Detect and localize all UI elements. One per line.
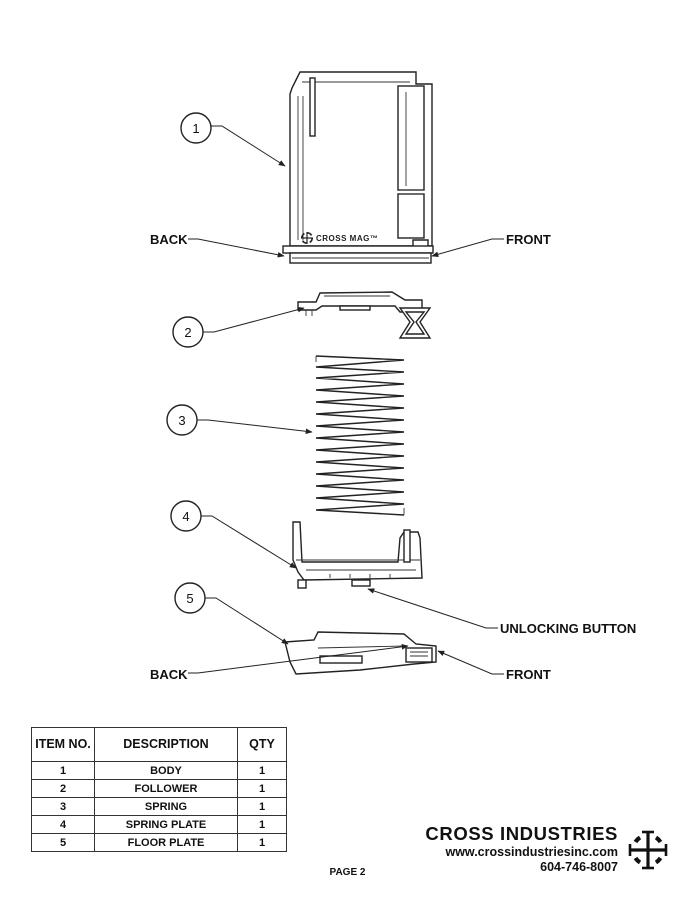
bom-cell-description: SPRING bbox=[94, 797, 238, 816]
bom-cell-item: 4 bbox=[31, 815, 95, 834]
table-row: 5 FLOOR PLATE 1 bbox=[31, 833, 287, 852]
callout-1-balloon bbox=[180, 112, 212, 144]
bom-header-qty: QTY bbox=[237, 727, 287, 762]
callout-5-leader bbox=[205, 597, 289, 645]
bom-cell-item: 1 bbox=[31, 761, 95, 780]
bom-cell-qty: 1 bbox=[237, 779, 287, 798]
bom-cell-qty: 1 bbox=[237, 761, 287, 780]
callout-2-number: 2 bbox=[184, 325, 191, 340]
company-info: CROSS INDUSTRIES www.crossindustriesinc.… bbox=[400, 823, 618, 875]
bom-cell-item: 5 bbox=[31, 833, 95, 852]
bom-header-description: DESCRIPTION bbox=[94, 727, 238, 762]
bom-header-row: ITEM NO. DESCRIPTION QTY bbox=[31, 727, 287, 762]
part-floor-plate bbox=[284, 631, 437, 675]
company-name: CROSS INDUSTRIES bbox=[425, 823, 618, 844]
bom-header-item: ITEM NO. bbox=[31, 727, 95, 762]
leader-front-bottom bbox=[437, 650, 504, 675]
leader-back-bottom bbox=[188, 644, 409, 674]
company-phone: 604-746-8007 bbox=[540, 860, 618, 874]
body-logo-icon bbox=[301, 232, 313, 244]
bom-cell-item: 3 bbox=[31, 797, 95, 816]
part-body: CROSS MAG™ bbox=[282, 71, 434, 264]
callout-4-number: 4 bbox=[182, 509, 189, 524]
callout-3-leader bbox=[197, 419, 313, 435]
callout-5-number: 5 bbox=[186, 591, 193, 606]
bom-cell-description: FOLLOWER bbox=[94, 779, 238, 798]
leader-back-top bbox=[188, 238, 285, 258]
company-website: www.crossindustriesinc.com bbox=[445, 845, 618, 859]
callout-2-leader bbox=[203, 306, 305, 333]
callout-3-number: 3 bbox=[178, 413, 185, 428]
bill-of-materials-table: ITEM NO. DESCRIPTION QTY 1 BODY 1 2 FOLL… bbox=[31, 727, 287, 852]
body-marking: CROSS MAG™ bbox=[316, 234, 378, 243]
bom-cell-item: 2 bbox=[31, 779, 95, 798]
bom-cell-description: BODY bbox=[94, 761, 238, 780]
label-back-top: BACK bbox=[150, 232, 188, 247]
callout-1-leader bbox=[211, 125, 286, 167]
table-row: 1 BODY 1 bbox=[31, 761, 287, 780]
table-row: 4 SPRING PLATE 1 bbox=[31, 815, 287, 834]
label-unlocking-button: UNLOCKING BUTTON bbox=[500, 621, 636, 636]
table-row: 3 SPRING 1 bbox=[31, 797, 287, 816]
label-front-bottom: FRONT bbox=[506, 667, 551, 682]
part-spring bbox=[315, 355, 405, 516]
leader-front-top bbox=[431, 238, 504, 257]
page-number: PAGE 2 bbox=[329, 867, 366, 878]
label-front-top: FRONT bbox=[506, 232, 551, 247]
bom-cell-qty: 1 bbox=[237, 833, 287, 852]
part-follower bbox=[297, 291, 432, 339]
table-row: 2 FOLLOWER 1 bbox=[31, 779, 287, 798]
bom-cell-qty: 1 bbox=[237, 815, 287, 834]
bom-cell-description: SPRING PLATE bbox=[94, 815, 238, 834]
part-spring-plate bbox=[292, 521, 423, 589]
bom-cell-description: FLOOR PLATE bbox=[94, 833, 238, 852]
bom-cell-qty: 1 bbox=[237, 797, 287, 816]
company-logo-icon bbox=[628, 830, 668, 870]
callout-4-leader bbox=[201, 515, 297, 569]
callout-1-number: 1 bbox=[192, 121, 199, 136]
label-back-bottom: BACK bbox=[150, 667, 188, 682]
leader-unlocking-button bbox=[367, 588, 498, 629]
